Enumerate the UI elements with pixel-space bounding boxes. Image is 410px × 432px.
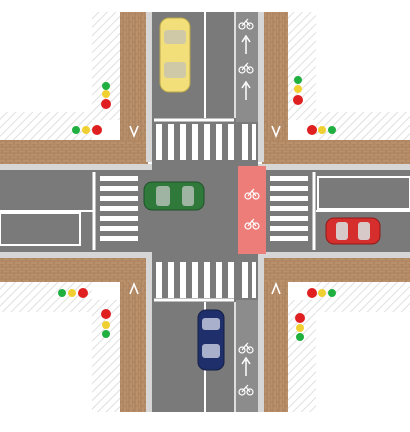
bike-crossing-red — [238, 166, 266, 254]
pedestrian-icon — [129, 125, 281, 295]
sidewalk-south-west — [120, 262, 148, 412]
crosswalk-north — [156, 124, 256, 160]
crosswalk-east — [270, 176, 308, 241]
curb-w-top — [0, 164, 152, 170]
bike-lane-south — [236, 300, 258, 412]
ground-hatch-ne — [288, 12, 316, 120]
curb-ne-v — [258, 12, 264, 162]
bicycle-icon — [238, 18, 260, 396]
traffic-light-se-vertical — [295, 313, 305, 341]
curb-nw-v — [146, 12, 152, 162]
traffic-light-nw-vertical — [101, 82, 111, 109]
car-navy — [197, 309, 225, 371]
crosswalk-south — [156, 262, 256, 298]
traffic-light-sw-horizontal — [58, 288, 88, 298]
car-red — [325, 217, 381, 245]
car-green — [143, 181, 205, 211]
curb-w-bottom — [0, 252, 152, 258]
curb-sw-v — [146, 258, 152, 412]
sidewalk-east-bottom — [262, 256, 410, 282]
traffic-light-sw-vertical — [101, 309, 111, 338]
sidewalk-north-west — [120, 12, 148, 150]
median-west — [0, 212, 81, 246]
sidewalk-west-bottom — [0, 256, 148, 282]
sidewalk-west-top — [0, 140, 148, 166]
median-east — [317, 176, 410, 210]
traffic-light-se-horizontal — [307, 288, 336, 298]
curb-se-v — [258, 258, 264, 412]
curb-e-bottom — [258, 252, 410, 258]
sidewalk-east-top — [262, 140, 410, 166]
curb-e-top — [258, 164, 410, 170]
crosswalk-west — [100, 176, 138, 241]
car-yellow — [159, 17, 191, 93]
arrow-icon — [241, 34, 251, 376]
traffic-light-ne-vertical — [293, 76, 303, 105]
traffic-light-ne-horizontal — [307, 125, 336, 135]
ground-hatch-east-bottom — [316, 282, 410, 312]
traffic-light-nw-horizontal — [72, 125, 102, 135]
ground-hatch-west-bottom — [0, 282, 92, 312]
sidewalk-north-east — [262, 12, 288, 150]
